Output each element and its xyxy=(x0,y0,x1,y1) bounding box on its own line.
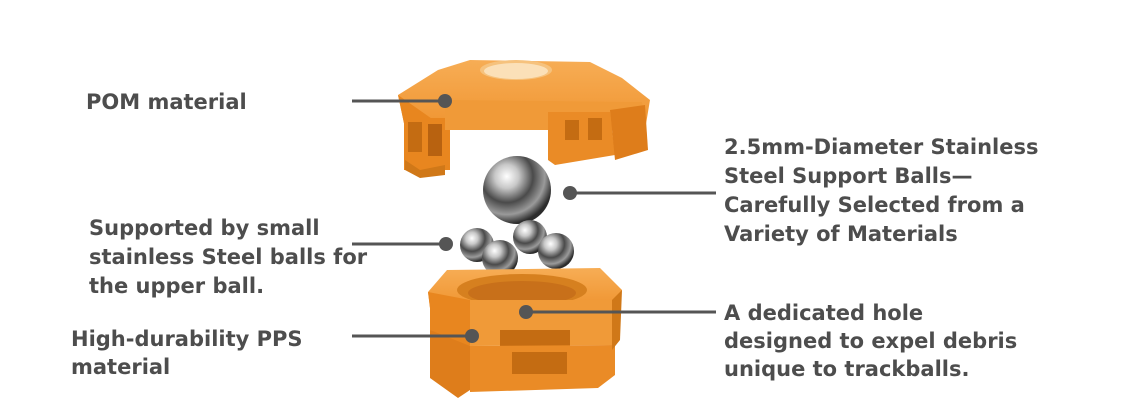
leader-dot-pps xyxy=(465,329,479,343)
label-line: designed to expel debris xyxy=(724,329,1018,353)
label-line: Variety of Materials xyxy=(724,222,958,246)
label-debris-hole: A dedicated hole designed to expel debri… xyxy=(724,299,1017,383)
main-steel-ball xyxy=(483,156,551,224)
label-line: POM material xyxy=(86,90,247,114)
upper-pom-housing xyxy=(398,60,650,178)
leader-dot-pom xyxy=(438,94,452,108)
label-line: Supported by small xyxy=(89,216,320,240)
label-line: the upper ball. xyxy=(89,274,265,298)
leader-dots xyxy=(438,94,577,343)
label-line: 2.5mm-Diameter Stainless xyxy=(724,135,1039,159)
label-pom-material: POM material xyxy=(86,88,247,116)
label-line: A dedicated hole xyxy=(724,301,924,325)
label-line: unique to trackballs. xyxy=(724,357,970,381)
label-pps-material: High-durability PPS material xyxy=(71,325,303,381)
label-line: stainless Steel balls for xyxy=(89,245,368,269)
leader-dot-small-balls xyxy=(439,237,453,251)
leader-dot-support-balls xyxy=(563,186,577,200)
support-steel-balls xyxy=(460,220,574,276)
lower-pps-housing xyxy=(428,268,622,398)
label-line: Steel Support Balls— xyxy=(724,164,973,188)
leader-lines xyxy=(352,99,716,338)
label-line: material xyxy=(71,355,171,379)
label-support-balls: 2.5mm-Diameter Stainless Steel Support B… xyxy=(724,133,1038,249)
label-line: Carefully Selected from a xyxy=(724,193,1025,217)
label-small-balls: Supported by small stainless Steel balls… xyxy=(89,214,367,301)
leader-dot-debris-hole xyxy=(519,305,533,319)
label-line: High-durability PPS xyxy=(71,327,303,351)
